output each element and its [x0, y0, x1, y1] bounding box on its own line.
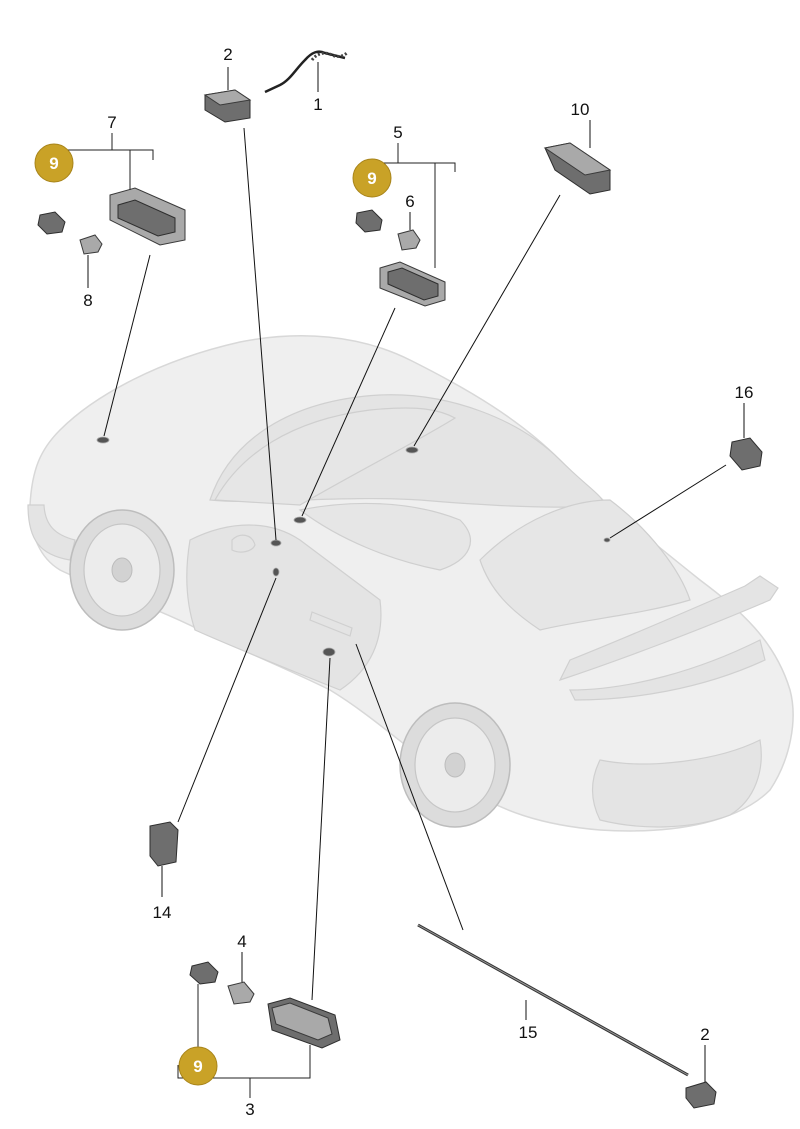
callout-5: 5 — [393, 123, 402, 142]
part-3-housing — [267, 997, 341, 1049]
part-9-socket-left — [37, 211, 66, 235]
badge-9-top-left: 9 — [34, 143, 74, 183]
callout-1: 1 — [313, 95, 322, 114]
callout-2b: 2 — [700, 1025, 709, 1044]
part-5-housing — [379, 261, 446, 307]
leader-lines — [87, 62, 745, 1082]
callout-10: 10 — [571, 100, 590, 119]
callout-14: 14 — [153, 903, 172, 922]
bracket-group-3 — [177, 984, 311, 1098]
part-7-housing — [109, 187, 186, 246]
part-1-cable — [264, 50, 350, 94]
badge-9-label: 9 — [49, 154, 58, 173]
badge-9-label: 9 — [367, 169, 376, 188]
callout-8: 8 — [83, 291, 92, 310]
front-wheel — [69, 509, 175, 631]
callout-16: 16 — [735, 383, 754, 402]
rear-wheel — [399, 702, 511, 828]
part-9-socket-middle — [355, 209, 383, 233]
callout-15: 15 — [519, 1023, 538, 1042]
callout-2a: 2 — [223, 45, 232, 64]
part-14-connector — [149, 821, 179, 867]
badge-9-label: 9 — [193, 1057, 202, 1076]
callout-7: 7 — [107, 113, 116, 132]
part-15-cable — [417, 923, 689, 1077]
part-2-connector-bottom — [685, 1081, 717, 1109]
bracket-group-5 — [372, 143, 456, 268]
part-4-bulb — [227, 981, 255, 1005]
part-10-module — [543, 142, 612, 195]
part-16-connector — [729, 437, 763, 471]
bracket-group-7 — [55, 133, 154, 190]
badge-9-bottom: 9 — [178, 1046, 218, 1086]
badge-9-top-middle: 9 — [352, 158, 392, 198]
callout-4: 4 — [237, 932, 246, 951]
part-6-bulb — [397, 229, 421, 251]
car-illustration — [27, 335, 794, 832]
part-8-bulb — [79, 234, 103, 255]
part-2-connector-top — [203, 89, 252, 123]
callout-3: 3 — [245, 1100, 254, 1119]
part-9-socket-bottom — [189, 961, 219, 985]
callout-labels: 1 2 2 3 4 5 6 7 8 10 14 15 16 — [83, 45, 753, 1119]
callout-6: 6 — [405, 192, 414, 211]
